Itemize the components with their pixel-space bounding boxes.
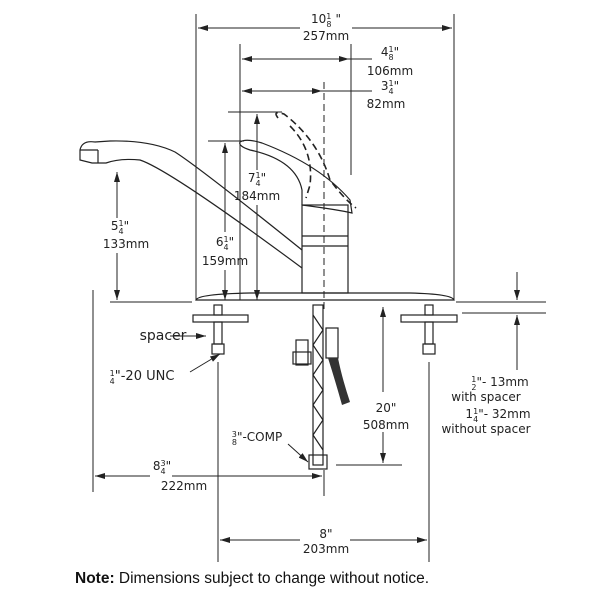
spout-outlet-height-metric: 133mm [103,237,149,251]
note-text: Dimensions subject to change without not… [118,570,430,587]
left-mount-shank [192,304,249,355]
deck-plate [195,292,455,301]
handle-height-metric: 184mm [234,189,280,203]
extension-lines [92,14,546,562]
spout [79,140,303,269]
disclaimer-note: Note: Dimensions subject to change witho… [75,570,429,588]
right-mount-shank [400,304,458,355]
overall-width-metric: 257mm [303,29,349,43]
deck-without-spacer-label: without spacer [441,422,530,436]
note-label: Note: [75,570,115,587]
center-offset-metric: 82mm [367,97,406,111]
hole-spacing-metric: 203mm [303,542,349,556]
spout-reach-metric: 222mm [161,479,207,493]
faucet-body [301,204,349,294]
supply-lines [292,304,350,470]
supply-length-imperial: 20" [376,401,397,415]
faucet-illustration [79,111,458,470]
handle-raised-outline [275,111,357,209]
dimension-lines [95,25,520,543]
spout-top-height-metric: 159mm [202,254,248,268]
handle-reach-metric: 106mm [367,64,413,78]
supply-length-metric: 508mm [363,418,409,432]
hole-spacing-imperial: 8" [319,527,332,541]
handle [239,139,353,214]
spacer-callout: spacer [140,328,187,344]
deck-with-spacer-label: with spacer [451,390,520,404]
